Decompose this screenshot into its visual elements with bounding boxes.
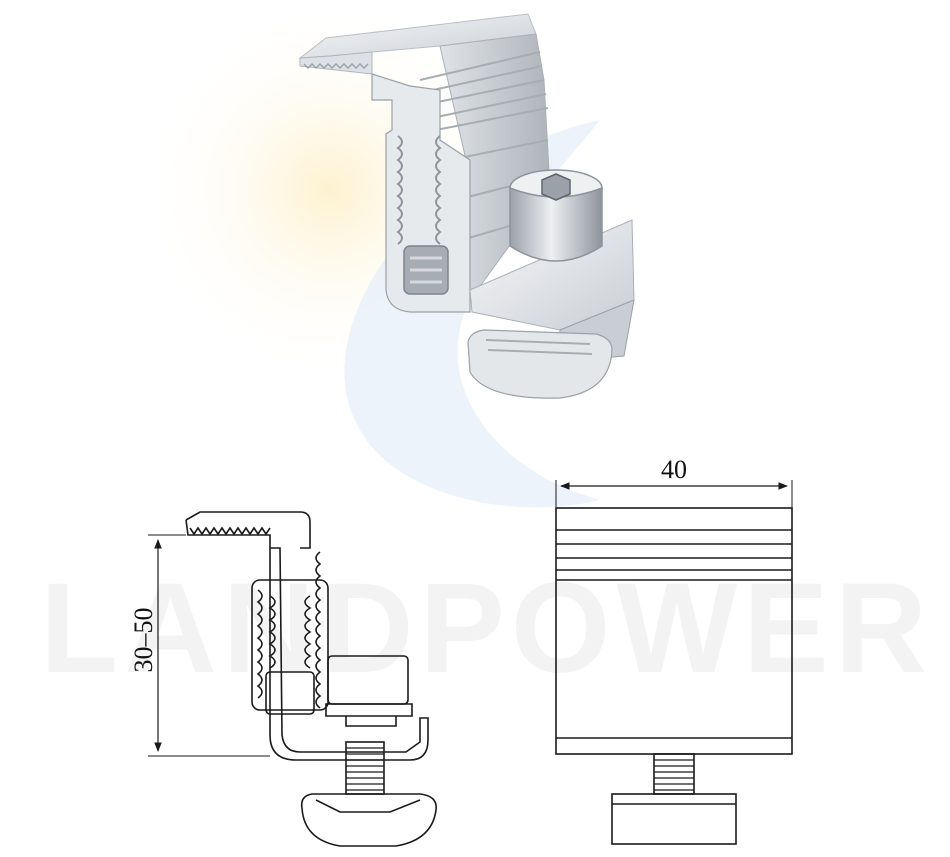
hex-socket-icon	[541, 173, 571, 201]
hook-front-edge	[299, 51, 373, 75]
body-ribs	[419, 51, 551, 241]
side-section-drawing	[148, 511, 437, 847]
side-channel	[251, 579, 329, 711]
t-nut-groove	[485, 339, 593, 355]
blue-swoosh	[344, 120, 600, 508]
side-serration-right	[315, 551, 322, 709]
side-inner-serrations	[268, 595, 312, 669]
side-hook-teeth	[189, 526, 271, 536]
side-serration-left	[256, 589, 263, 699]
watermark-text: LANDPOWER	[40, 557, 933, 700]
side-bolt-shank	[345, 741, 385, 795]
bolt-head-side	[509, 186, 603, 262]
front-t-nut	[611, 793, 737, 845]
side-hook-outline	[185, 511, 429, 761]
serration-right	[435, 135, 442, 245]
perspective-render	[298, 13, 635, 399]
front-bolt-threads	[654, 759, 694, 791]
t-nut	[467, 329, 613, 399]
serration-left	[396, 135, 403, 245]
width-dimension-label: 40	[661, 455, 687, 484]
hook-teeth	[303, 63, 369, 69]
side-t-nut-inner	[315, 799, 421, 813]
body-hollow-slot-inner	[410, 256, 442, 284]
front-ribs	[556, 529, 792, 739]
side-hollow	[265, 671, 315, 715]
side-t-nut	[300, 793, 437, 847]
front-drawing	[555, 480, 793, 845]
side-bolt-washer	[325, 703, 413, 727]
side-bolt-threads	[346, 747, 384, 791]
height-dimension-label: 30–50	[129, 608, 158, 673]
